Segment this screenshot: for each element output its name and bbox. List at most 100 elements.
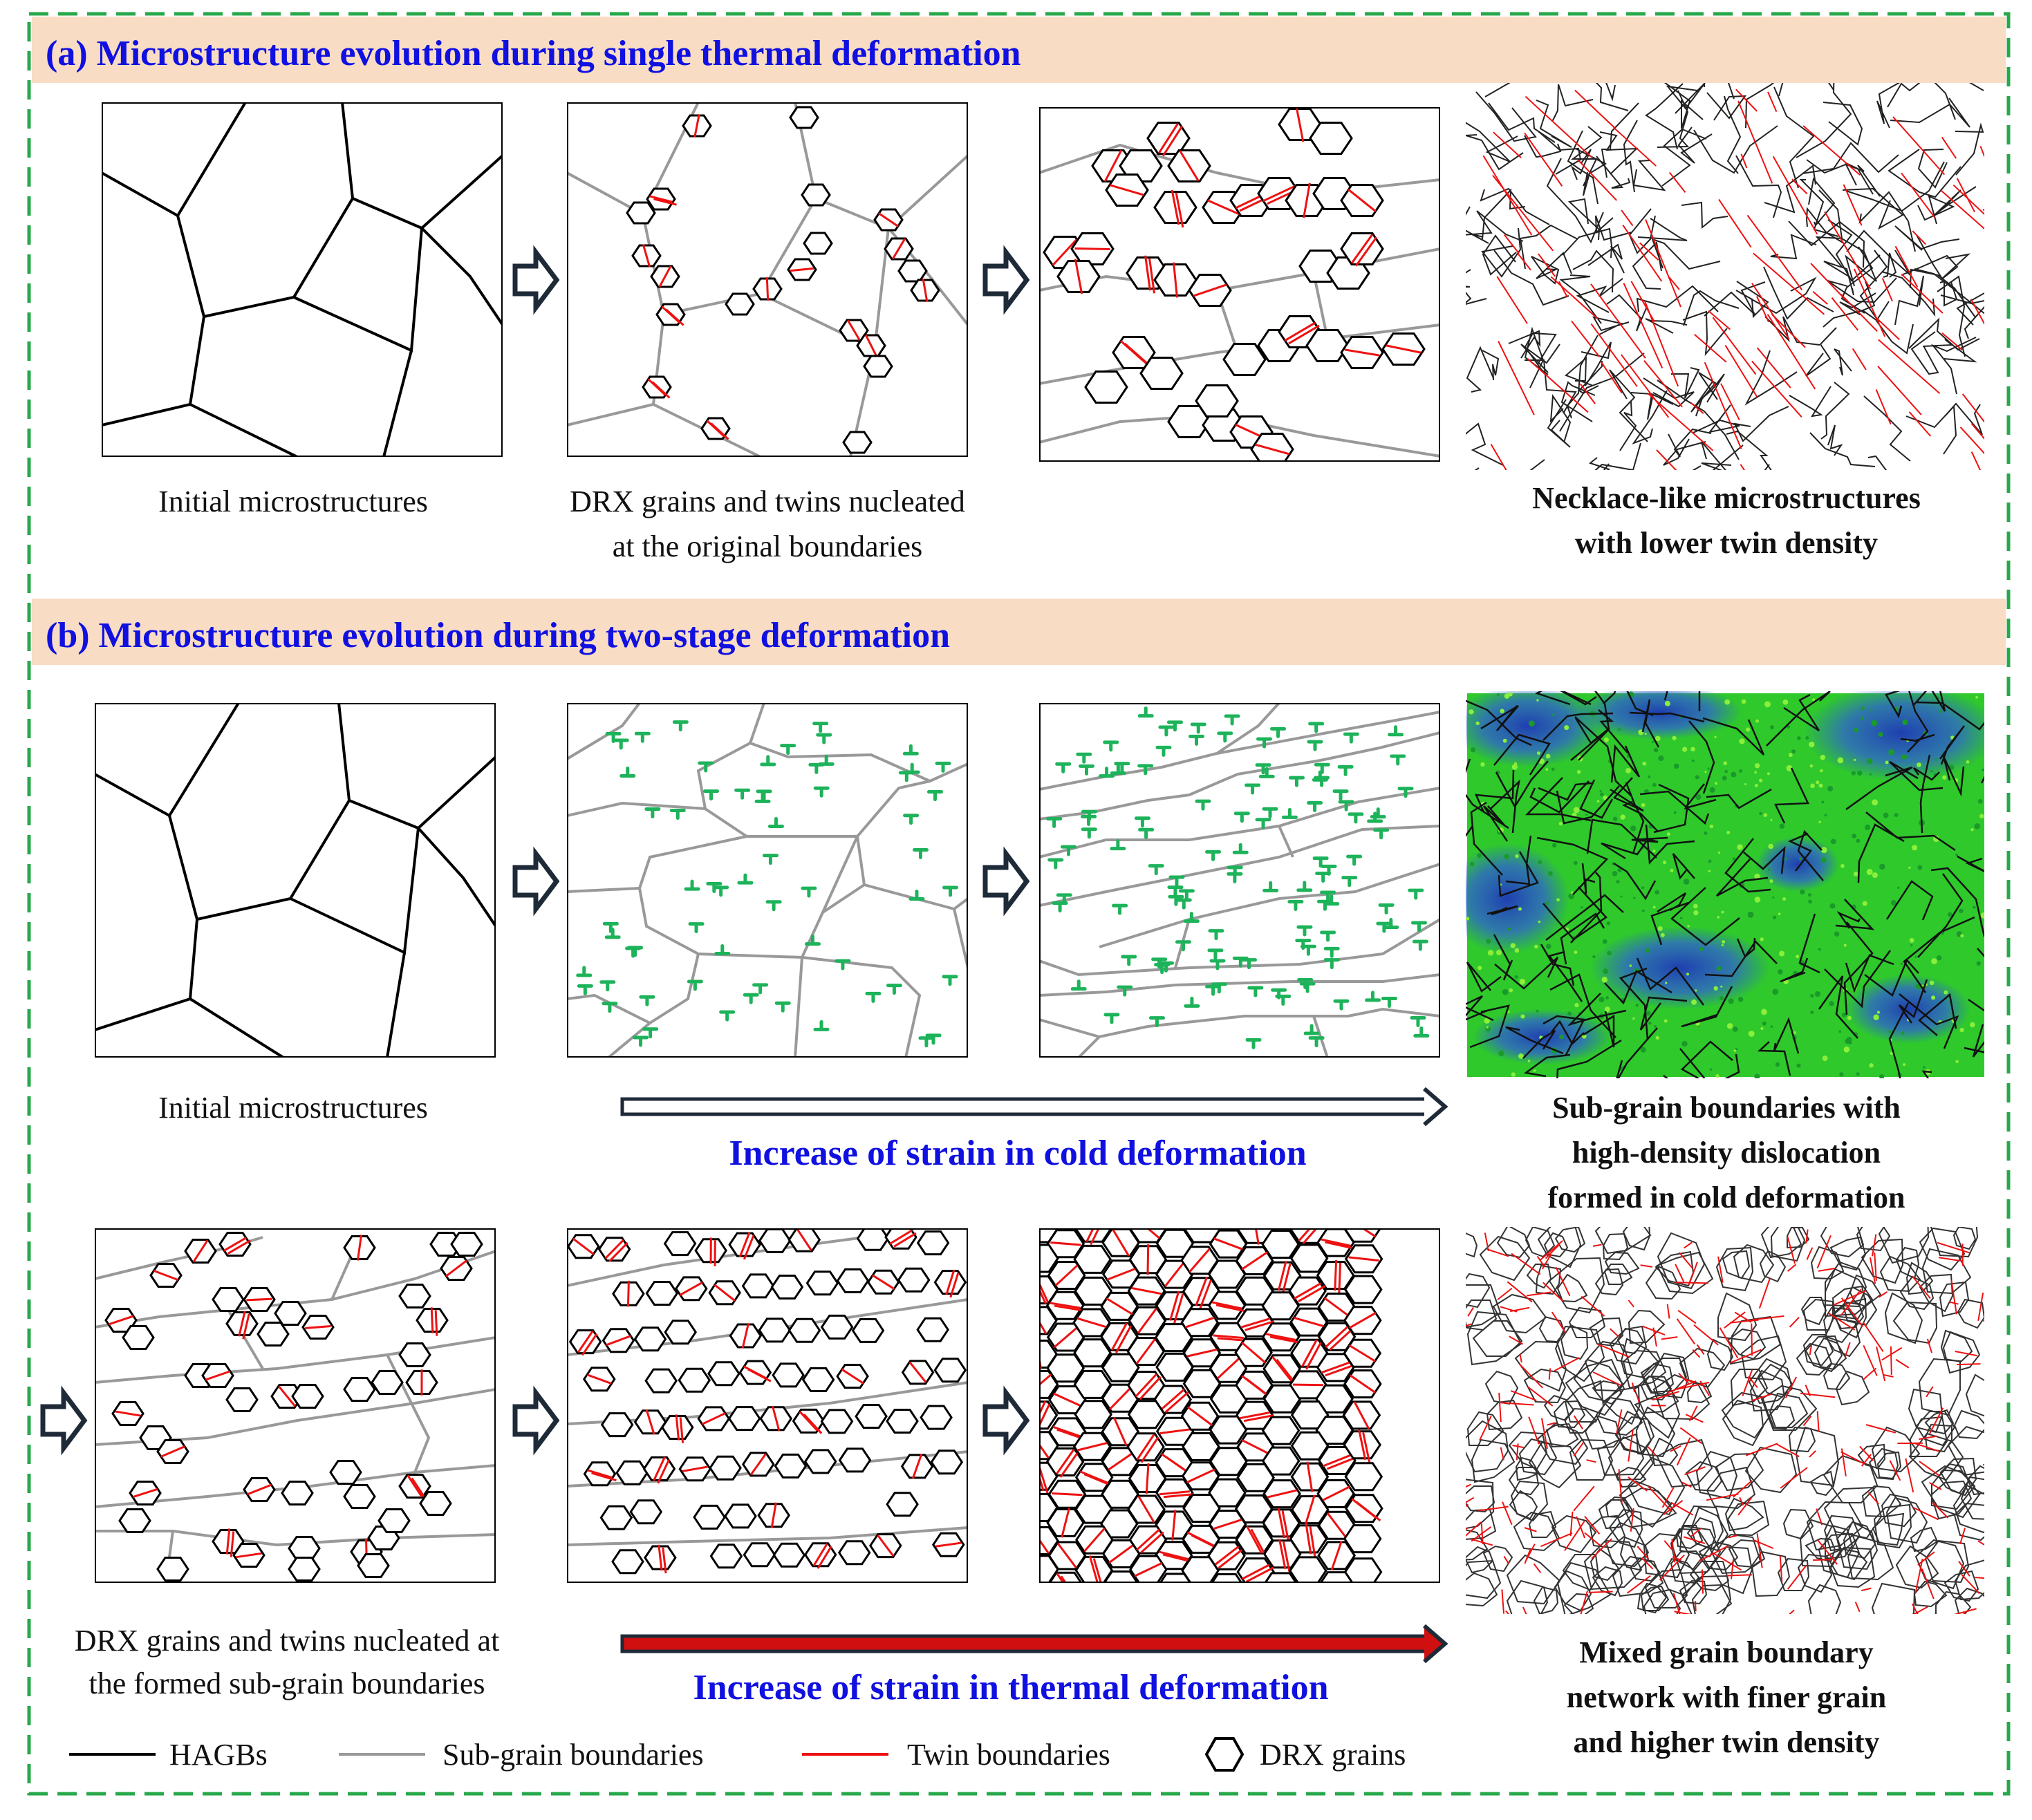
kam-speckle [1641, 803, 1646, 807]
grain-boundary-trace [1885, 691, 1903, 719]
dislocation-symbol [1320, 930, 1336, 942]
twin-boundary-trace [1913, 1507, 1939, 1521]
twin-boundary-trace [1681, 1481, 1692, 1488]
kam-speckle [1888, 1030, 1892, 1033]
twin-boundary-trace [1787, 1264, 1797, 1272]
grain-outline [1466, 1485, 1495, 1513]
twin-boundary-trace [1961, 1574, 1980, 1595]
kam-speckle [1603, 737, 1609, 742]
twin-boundary-trace [1542, 1282, 1564, 1302]
grain-outline [1466, 1284, 1502, 1329]
twin-boundary-trace [1912, 1275, 1931, 1300]
grain-boundary-trace [1844, 163, 1881, 197]
twin-boundary [1107, 1452, 1134, 1472]
grain-boundary-trace [1809, 432, 1876, 467]
twin-boundary-trace [1919, 1435, 1937, 1441]
twin-boundary-trace [1588, 1591, 1613, 1593]
drx-grain-hexagon [920, 1405, 953, 1430]
twin-boundary-trace [1701, 1569, 1704, 1594]
twin-boundary-trace [1533, 1563, 1542, 1573]
grain-boundary-trace [1912, 691, 1946, 712]
twin-boundary [799, 1411, 819, 1432]
kam-speckle [1754, 873, 1760, 880]
kam-speckle [1779, 950, 1785, 957]
twin-boundary-trace [1519, 1353, 1522, 1363]
twin-boundary [1197, 1591, 1211, 1618]
twin-boundary-trace [1789, 1609, 1795, 1614]
grain-boundary-trace [1570, 717, 1609, 761]
twin-boundary-trace [1522, 1606, 1527, 1614]
drx-grain-hexagon [837, 1540, 871, 1566]
drx-grain-hexagon [1021, 1588, 1057, 1615]
twin-boundary-trace [1682, 1377, 1696, 1384]
grain-outline [1513, 1511, 1560, 1552]
grain-boundary-trace [1594, 442, 1641, 470]
caption-b-cold-line3: formed in cold deformation [1548, 1181, 1905, 1214]
kam-speckle [1747, 911, 1754, 918]
drx-grain-group [104, 1232, 483, 1582]
drx-grain-hexagon [820, 1314, 854, 1340]
header-band-b [32, 599, 2006, 665]
twin-boundary [1053, 1392, 1082, 1407]
kam-speckle [1654, 1024, 1657, 1028]
dislocation-symbol [760, 755, 776, 767]
twin-boundary [1164, 1261, 1185, 1287]
kam-speckle [1536, 699, 1539, 702]
twin-boundary-trace [1914, 1559, 1923, 1594]
kam-speckle [1607, 950, 1612, 956]
twin-boundary-trace [1919, 1461, 1940, 1476]
grain-boundary-trace [1616, 1027, 1658, 1078]
kam-speckle [1782, 897, 1787, 901]
twin-boundary-trace [1892, 116, 1946, 176]
dislocation-symbol [1281, 807, 1298, 819]
twin-boundary-trace [1932, 1501, 1949, 1519]
kam-speckle [1509, 988, 1513, 993]
dislocation-symbol [1227, 872, 1243, 883]
twin-boundary [1284, 321, 1316, 342]
grain-outline [1706, 1338, 1734, 1371]
drx-grain-hexagon [820, 1409, 854, 1434]
grain-boundary-trace [1890, 97, 1970, 128]
drx-grain-hexagon [429, 1232, 463, 1257]
twin-boundary-trace [1959, 1528, 1966, 1545]
panel-b-drx-nucleation [95, 1228, 496, 1583]
twin-boundary [160, 1445, 185, 1458]
twin-boundary-trace [1573, 1485, 1595, 1512]
twin-boundary [1325, 1241, 1355, 1250]
drx-grain-hexagon [678, 1367, 711, 1393]
grain-boundary-trace [1466, 210, 1524, 242]
twin-boundary [1199, 1279, 1212, 1309]
grain-boundary-trace [1623, 120, 1638, 193]
twin-boundary-trace [1684, 1241, 1693, 1249]
kam-speckle [1600, 792, 1604, 797]
drx-grain-hexagon [212, 1287, 245, 1312]
twin-boundary-trace [1497, 1287, 1513, 1301]
twin-boundary-trace [1690, 1527, 1702, 1537]
drx-grain-hexagon [1103, 1570, 1139, 1583]
kam-speckle [1469, 709, 1474, 715]
grain-boundary-trace [1480, 704, 1519, 731]
kam-speckle [1704, 831, 1708, 835]
grain-boundary-trace [1466, 134, 1524, 171]
drx-grain-hexagon [626, 201, 656, 225]
grain-outline [1939, 1457, 1977, 1497]
twin-boundary [1169, 1291, 1180, 1321]
caption-a-initial: Initial microstructures [158, 485, 428, 518]
dislocation-symbol [754, 791, 771, 803]
twin-boundary-trace [1470, 1538, 1493, 1546]
twin-boundary-trace [1622, 225, 1663, 282]
kam-speckle [1816, 780, 1820, 785]
kam-speckle [1709, 824, 1714, 829]
kam-speckle [1724, 769, 1728, 773]
twin-boundary [247, 1483, 272, 1496]
grain-boundary-trace [1551, 84, 1594, 122]
grain-boundary-trace [1672, 853, 1695, 880]
twin-boundary-trace [1676, 1318, 1696, 1345]
twin-boundary [796, 1228, 812, 1251]
kam-speckle [1625, 768, 1631, 773]
twin-boundary-trace [1641, 1557, 1654, 1570]
twin-boundary [1053, 1326, 1079, 1349]
dislocation-symbol [1321, 864, 1337, 876]
drx-grain-hexagon [1181, 1556, 1220, 1583]
kam-speckle [1720, 985, 1723, 988]
